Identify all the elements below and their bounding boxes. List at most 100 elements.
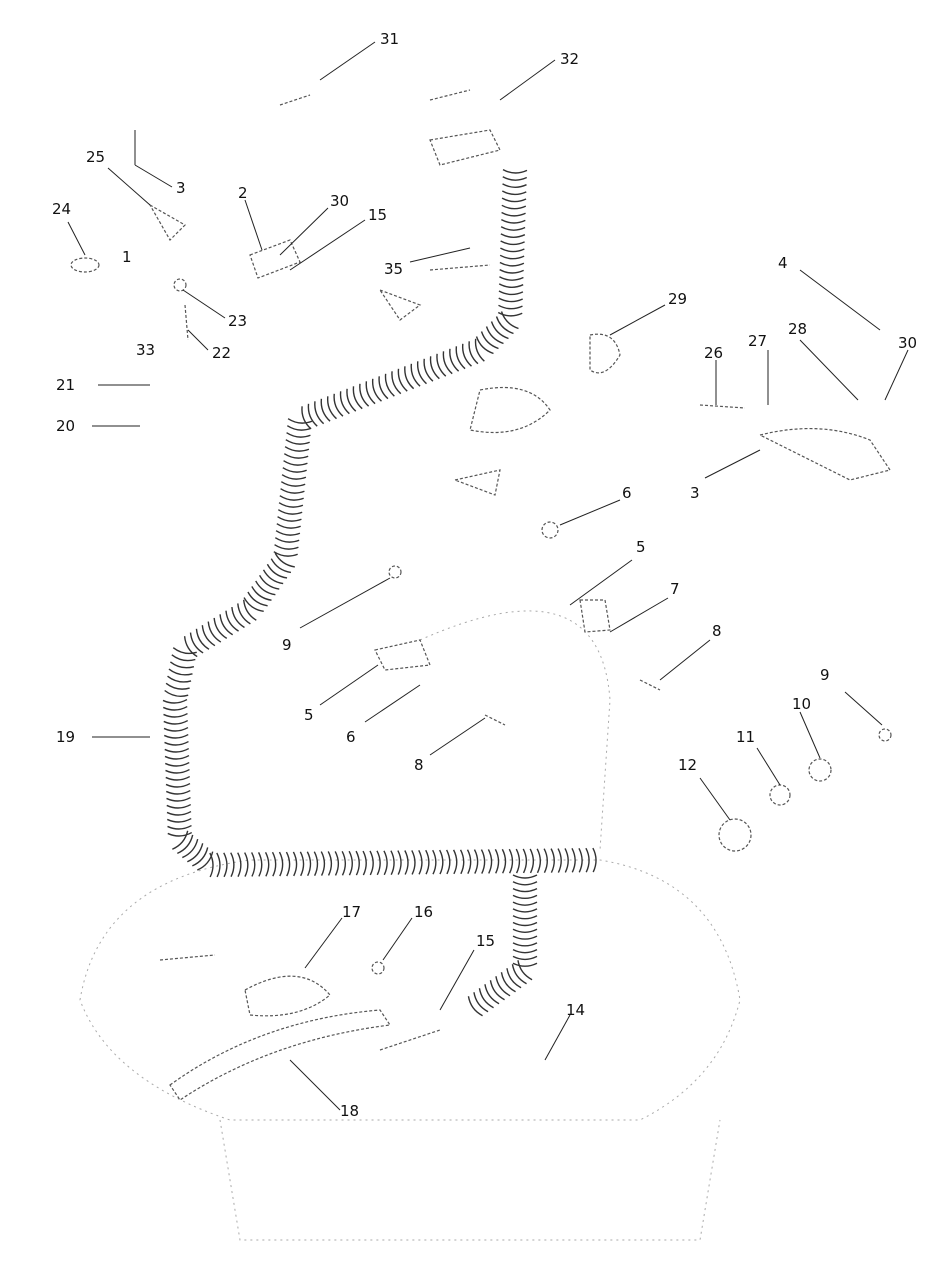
- part-23-screw: [173, 278, 187, 292]
- hose-coil-turn: [266, 563, 288, 579]
- hose-coil-turn: [384, 373, 395, 397]
- callout-label: 11: [736, 728, 755, 746]
- hose-coil-turn: [376, 850, 381, 876]
- callout-label: 26: [704, 344, 723, 362]
- hose-coil-turn: [522, 848, 528, 874]
- hose-coil-turn: [432, 849, 437, 875]
- callout-label: 32: [560, 50, 579, 68]
- hose-coil-turn: [512, 915, 538, 920]
- hose-coil-turn: [274, 537, 300, 543]
- hose-coil-turn: [487, 849, 493, 874]
- hose-coil-turn: [390, 850, 395, 875]
- hose-coil-turn: [592, 847, 597, 873]
- hose-coil-turn: [169, 661, 195, 669]
- callout-label: 21: [56, 376, 75, 394]
- hose-coil-turn: [501, 197, 527, 203]
- hose-coil-turn: [277, 509, 303, 515]
- hose-coil-turn: [183, 636, 198, 658]
- part-2-bracket: [249, 239, 301, 279]
- hose-coil-turn: [162, 698, 188, 704]
- hose-coil-turn: [543, 848, 548, 874]
- coiled-hose: [162, 168, 597, 1017]
- callout-label: 29: [668, 290, 687, 308]
- hose-coil-turn: [411, 850, 416, 875]
- hose-coil-turn: [209, 852, 214, 878]
- callout-label: 33: [136, 341, 155, 359]
- callout-label: 2: [238, 184, 248, 202]
- hose-coil-turn: [497, 311, 523, 317]
- hose-coil-turn: [512, 894, 538, 900]
- hose-coil-turn: [165, 782, 191, 788]
- part-29-cap: [589, 333, 621, 374]
- hose-coil-turn: [166, 810, 192, 816]
- hose-coil-turn: [550, 848, 555, 873]
- hose-coil-turn: [508, 848, 514, 874]
- hose-coil-turn: [480, 849, 486, 874]
- hose-coil-turn: [473, 992, 489, 1013]
- hose-coil-turn: [251, 586, 272, 601]
- upper-body-outline: [419, 610, 611, 851]
- hose-coil-turn: [164, 689, 189, 697]
- hose-coil-turn: [474, 338, 485, 362]
- hose-coil-turn: [452, 849, 458, 875]
- hose-coil-turn: [333, 393, 344, 417]
- callout-label: 17: [342, 903, 361, 921]
- callout-label: 3: [176, 179, 186, 197]
- part-8b-screw: [484, 714, 506, 726]
- hose-coil-turn: [446, 849, 451, 875]
- hose-coil-turn: [270, 558, 292, 574]
- hose-coil-turn: [299, 851, 305, 877]
- callout-label: 30: [898, 334, 917, 352]
- part-35-spring: [378, 288, 422, 321]
- hose-coil-turn: [499, 254, 525, 260]
- hose-coil-turn: [495, 316, 514, 335]
- callout-label: 5: [304, 706, 314, 724]
- hose-coil-turn: [189, 632, 204, 654]
- hose-coil-turn: [500, 247, 525, 253]
- hose-coil-turn: [326, 396, 337, 420]
- hose-coil-turn: [273, 551, 298, 557]
- hose-coil-turn: [334, 851, 340, 876]
- part-9b-knob: [388, 565, 402, 579]
- hose-coil-turn: [423, 358, 434, 382]
- callout-label: 8: [414, 756, 424, 774]
- hose-coil-turn: [512, 881, 538, 886]
- hose-coil-turn: [501, 848, 507, 874]
- hose-coil-turn: [314, 401, 325, 425]
- hose-coil-turn: [494, 849, 500, 874]
- hose-coil-turn: [278, 851, 284, 877]
- hose-coil-turn: [484, 984, 500, 1005]
- hose-coil-turn: [449, 348, 460, 372]
- hose-coil-turn: [207, 621, 222, 643]
- hose-coil-turn: [165, 768, 190, 774]
- hose-coil-turn: [276, 523, 301, 529]
- hose-coil-turn: [164, 761, 190, 767]
- hose-coil-turn: [306, 851, 312, 877]
- hose-coil-turn: [285, 439, 310, 445]
- hose-coil-turn: [164, 740, 189, 746]
- callout-label: 23: [228, 312, 247, 330]
- part-16-screw: [371, 961, 385, 975]
- part-22-pin: [184, 304, 189, 341]
- callout-label: 6: [622, 484, 632, 502]
- part-6-knob: [541, 521, 559, 539]
- hose-coil-turn: [506, 968, 522, 989]
- hose-coil-turn: [564, 848, 569, 873]
- callout-label: 6: [346, 728, 356, 746]
- hose-coil-turn: [359, 383, 370, 407]
- part-10-cap: [808, 758, 832, 782]
- part-26-rod: [699, 404, 746, 409]
- hose-coil-turn: [163, 726, 189, 732]
- hose-coil-turn: [500, 972, 516, 993]
- part-5b-block: [374, 639, 431, 671]
- callout-label: 3: [690, 484, 700, 502]
- callout-label: 15: [476, 932, 495, 950]
- hose-coil-turn: [258, 574, 280, 590]
- hose-coil-turn: [439, 849, 444, 875]
- part-25-clip: [148, 203, 186, 241]
- hose-coil-turn: [416, 361, 427, 385]
- callout-label: 4: [778, 254, 788, 272]
- callouts: 31 32 3 25 2 30 15 24 1 23 35 22 33 21 2…: [52, 30, 917, 1120]
- callout-label: 1: [122, 248, 132, 266]
- hose-coil-turn: [182, 838, 199, 859]
